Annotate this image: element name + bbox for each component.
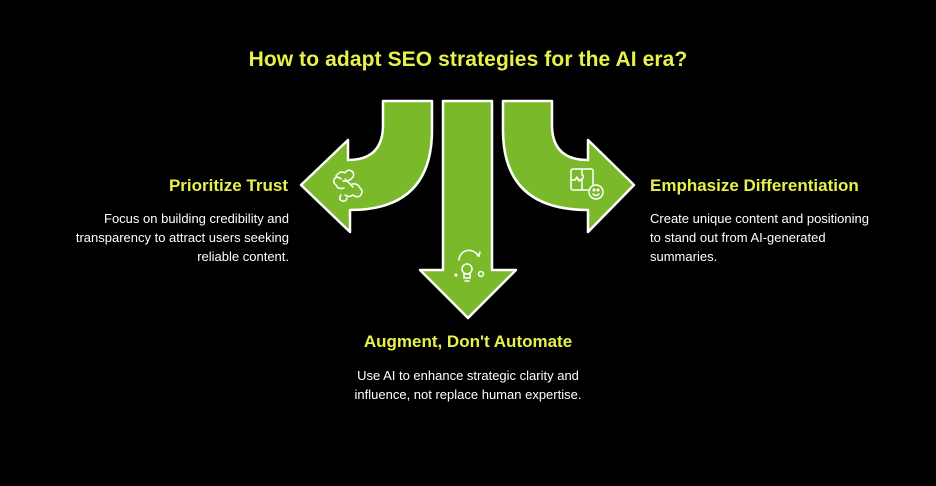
handshake-icon [332, 169, 363, 202]
branch-description-center: Use AI to enhance strategic clarity and … [354, 368, 582, 402]
right-arrow [501, 99, 636, 234]
branch-heading-left: Prioritize Trust [168, 176, 288, 195]
lightbulb-idea-icon [454, 249, 485, 282]
puzzle-face-icon [570, 168, 604, 200]
branch-description-right: Create unique content and positioning to… [650, 211, 869, 264]
branch-heading-right: Emphasize Differentiation [650, 176, 859, 195]
branch-description-left: Focus on building credibility and transp… [75, 211, 289, 264]
left-arrow [299, 99, 434, 234]
center-arrow [418, 99, 518, 320]
diagram-title: How to adapt SEO strategies for the AI e… [248, 48, 688, 71]
branch-heading-center: Augment, Don't Automate [363, 332, 573, 351]
